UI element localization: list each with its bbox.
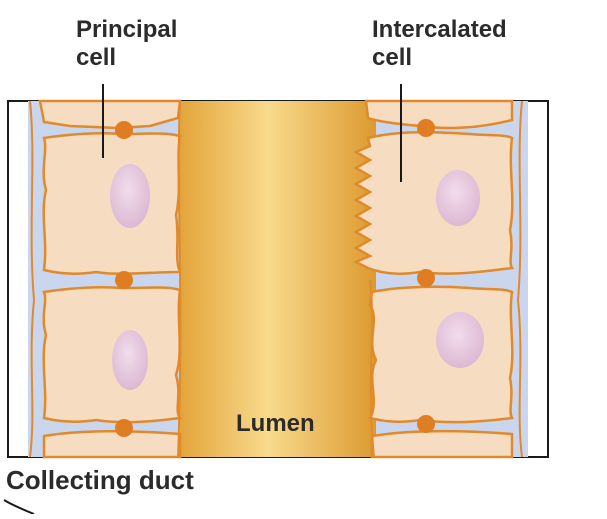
tight-junctions <box>115 119 435 437</box>
lumen <box>180 101 376 457</box>
apical-membrane-left <box>177 100 182 458</box>
basal-membrane-right <box>516 100 523 458</box>
intercalated-cell-label: Intercalated cell <box>372 16 507 72</box>
principal-cell-2 <box>42 285 183 424</box>
principal-label-line1: Principal <box>76 16 178 43</box>
apical-membrane-right <box>369 279 375 458</box>
principal-cell-bottom <box>42 429 182 459</box>
intercalated-cell <box>353 130 515 275</box>
principal-cell-label: Principal cell <box>76 16 177 72</box>
nucleus <box>110 164 150 228</box>
junction-dot <box>417 119 435 137</box>
junction-dot <box>417 415 435 433</box>
basal-membrane-left <box>29 100 36 458</box>
lumen-label: Lumen <box>236 410 315 437</box>
nucleus <box>436 170 480 226</box>
principal-label-line2: cell <box>76 44 117 71</box>
intercalated-label-line2: cell <box>372 44 413 71</box>
junction-dot <box>417 269 435 287</box>
nucleus <box>112 330 148 390</box>
collecting-duct-label: Collecting duct <box>6 465 194 495</box>
principal-cell-top <box>38 99 182 130</box>
nucleus <box>436 312 484 368</box>
duct-leader-line <box>3 499 35 515</box>
cell-bottom-right <box>370 429 514 459</box>
junction-dot <box>115 121 133 139</box>
junction-dot <box>115 271 133 289</box>
intercalated-label-line1: Intercalated <box>372 16 507 43</box>
junction-dot <box>115 419 133 437</box>
